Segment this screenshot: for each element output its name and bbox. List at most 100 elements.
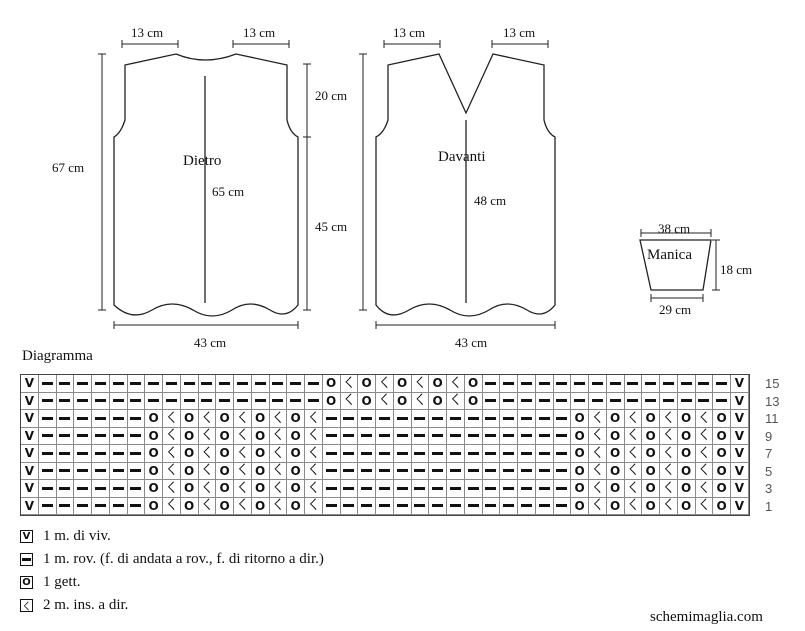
yarn-over-cell: O: [251, 410, 270, 428]
purl-cell: [56, 480, 75, 498]
yarn-over-cell: O: [571, 410, 589, 428]
purl-cell: [606, 392, 625, 410]
purl-cell: [500, 410, 518, 428]
purl-cell: [56, 462, 75, 480]
purl-cell: [447, 497, 465, 515]
k2tog-cell: ㄑ: [305, 427, 323, 445]
purl-cell: [56, 427, 75, 445]
purl-cell: [340, 410, 359, 428]
purl-cell: [447, 462, 465, 480]
k2tog-cell: ㄑ: [269, 445, 288, 463]
purl-cell: [74, 392, 92, 410]
purl-cell: [447, 410, 465, 428]
row-number: 1: [765, 498, 773, 514]
k2tog-cell: ㄑ: [660, 497, 678, 515]
k2tog-cell: ㄑ: [624, 410, 643, 428]
purl-cell: [56, 410, 75, 428]
yarn-over-cell: O: [571, 427, 589, 445]
purl-cell: [642, 375, 660, 393]
selvage-stitch-cell: V: [731, 410, 749, 428]
purl-cell: [127, 427, 146, 445]
yarn-over-cell: O: [145, 480, 163, 498]
yarn-over-cell: O: [287, 462, 305, 480]
yarn-over-cell: O: [677, 462, 696, 480]
yarn-over-cell: O: [287, 410, 305, 428]
k2tog-cell: ㄑ: [198, 427, 217, 445]
selvage-stitch-cell: V: [731, 462, 749, 480]
yarn-over-cell: O: [393, 392, 412, 410]
purl-cell: [393, 462, 412, 480]
yarn-over-cell: O: [145, 445, 163, 463]
selvage-stitch-cell: V: [21, 480, 39, 498]
legend-text: 1 m. rov. (f. di andata a rov., f. di ri…: [43, 551, 324, 567]
purl-symbol-icon: [20, 553, 33, 566]
watermark: schemimaglia.com: [650, 609, 763, 625]
yarn-over-cell: O: [216, 462, 234, 480]
k2tog-cell: ㄑ: [340, 375, 359, 393]
purl-cell: [518, 410, 536, 428]
dim-total-height: 67 cm: [52, 160, 85, 175]
yarn-over-cell: O: [677, 410, 696, 428]
k2tog-cell: ㄑ: [269, 480, 288, 498]
yarn-over-cell: O: [677, 480, 696, 498]
dim-armhole-height: 20 cm: [315, 88, 348, 103]
purl-cell: [411, 445, 430, 463]
yarn-over-cell: O: [713, 427, 731, 445]
purl-cell: [464, 497, 483, 515]
purl-cell: [518, 497, 536, 515]
purl-cell: [376, 410, 394, 428]
k2tog-cell: ㄑ: [589, 462, 607, 480]
yarn-over-cell: O: [216, 427, 234, 445]
yarn-over-cell: O: [393, 375, 412, 393]
dim-front-shoulder-left: 13 cm: [393, 25, 426, 40]
k2tog-cell: ㄑ: [198, 462, 217, 480]
purl-cell: [145, 375, 163, 393]
purl-cell: [269, 375, 288, 393]
purl-cell: [109, 480, 128, 498]
k2tog-cell: ㄑ: [624, 497, 643, 515]
purl-cell: [393, 480, 412, 498]
row-number: 3: [765, 481, 773, 496]
dim-front-shoulder-right: 13 cm: [503, 25, 536, 40]
purl-cell: [287, 392, 305, 410]
purl-cell: [358, 462, 376, 480]
k2tog-cell: ㄑ: [589, 497, 607, 515]
k2tog-cell: ㄑ: [589, 480, 607, 498]
purl-cell: [376, 445, 394, 463]
k2tog-cell: ㄑ: [411, 375, 430, 393]
selvage-stitch-cell: V: [21, 392, 39, 410]
k2tog-cell: ㄑ: [198, 410, 217, 428]
purl-cell: [92, 392, 110, 410]
row-number: 15: [765, 376, 780, 391]
yarn-over-cell: O: [429, 375, 447, 393]
yarn-over-cell: O: [216, 445, 234, 463]
purl-cell: [56, 392, 75, 410]
purl-cell: [109, 462, 128, 480]
yarn-over-cell: O: [358, 392, 376, 410]
k2tog-cell: ㄑ: [340, 392, 359, 410]
purl-cell: [234, 375, 252, 393]
purl-cell: [677, 375, 696, 393]
k2tog-cell: ㄑ: [234, 462, 252, 480]
purl-cell: [56, 445, 75, 463]
yarn-over-cell: O: [145, 497, 163, 515]
purl-cell: [500, 445, 518, 463]
k2tog-cell: ㄑ: [695, 410, 714, 428]
purl-cell: [92, 480, 110, 498]
yarn-over-cell: O: [180, 480, 199, 498]
purl-cell: [180, 375, 199, 393]
yarn-over-cell: O: [713, 410, 731, 428]
purl-cell: [624, 392, 643, 410]
selvage-stitch-cell: V: [731, 427, 749, 445]
yarn-over-cell: O: [216, 497, 234, 515]
k2tog-cell: ㄑ: [695, 445, 714, 463]
purl-cell: [624, 375, 643, 393]
yarn-over-cell: O: [642, 480, 660, 498]
purl-cell: [393, 410, 412, 428]
k2tog-cell: ㄑ: [447, 375, 465, 393]
purl-cell: [606, 375, 625, 393]
selvage-stitch-cell: V: [21, 497, 39, 515]
k2tog-cell: ㄑ: [660, 427, 678, 445]
purl-cell: [234, 392, 252, 410]
